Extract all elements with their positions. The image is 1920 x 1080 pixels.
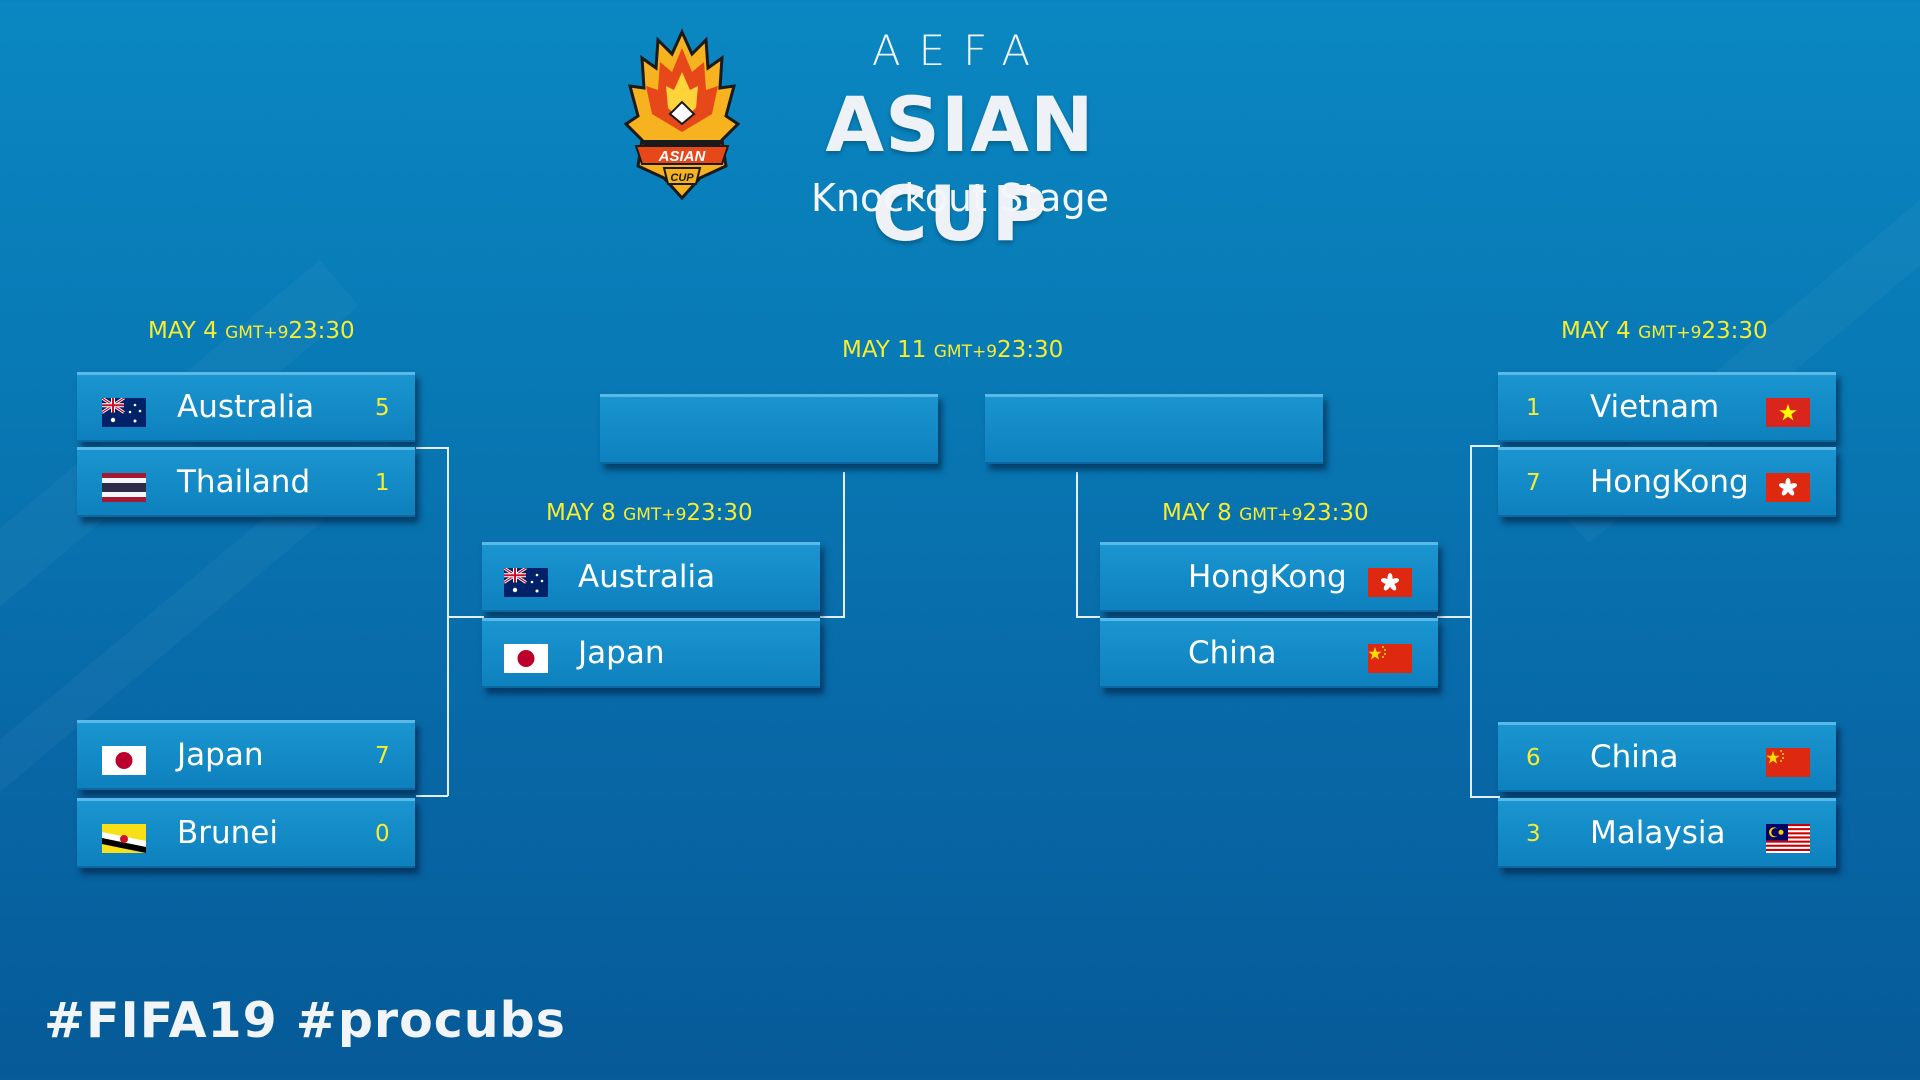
bracket-connector xyxy=(1076,616,1100,618)
team-slot: 3 Malaysia xyxy=(1498,798,1836,868)
australia-flag-icon xyxy=(102,398,146,427)
team-slot: 7 HongKong xyxy=(1498,447,1836,517)
team-name: Malaysia xyxy=(1590,815,1726,851)
hongkong-flag-icon xyxy=(1368,568,1412,597)
date-sf-right: MAY 8 GMT+923:30 xyxy=(1162,500,1369,526)
bracket-connector xyxy=(447,447,449,796)
logo-text-bottom: CUP xyxy=(670,172,694,184)
japan-flag-icon xyxy=(102,746,146,775)
bracket-connector xyxy=(416,795,448,797)
bracket-connector xyxy=(1437,616,1471,618)
bracket-connector xyxy=(416,447,448,449)
date-timezone: GMT+9 xyxy=(623,505,687,525)
team-name: Brunei xyxy=(177,815,278,851)
australia-flag-icon xyxy=(504,568,548,597)
team-score: 1 xyxy=(375,470,390,496)
bracket-connector xyxy=(447,616,484,618)
team-name: China xyxy=(1188,635,1277,671)
final-slot-right xyxy=(985,394,1323,464)
team-score: 6 xyxy=(1526,745,1541,771)
brunei-flag-icon xyxy=(102,824,146,853)
team-slot: HongKong xyxy=(1100,542,1438,612)
date-day: MAY 4 xyxy=(1561,318,1631,344)
date-time: 23:30 xyxy=(1302,500,1369,526)
final-slot-left xyxy=(600,394,938,464)
team-score: 0 xyxy=(375,821,390,847)
team-name: HongKong xyxy=(1188,559,1347,595)
team-score: 1 xyxy=(1526,395,1541,421)
team-name: Thailand xyxy=(177,464,311,500)
header: ASIAN CUP AEFA ASIAN CUP Knockout Stage xyxy=(0,0,1920,258)
date-qf-left: MAY 4 GMT+923:30 xyxy=(148,318,355,344)
team-score: 7 xyxy=(375,743,390,769)
team-name: Japan xyxy=(177,737,264,773)
date-time: 23:30 xyxy=(686,500,753,526)
date-time: 23:30 xyxy=(288,318,355,344)
bracket-connector xyxy=(820,616,844,618)
asian-cup-logo: ASIAN CUP xyxy=(623,28,741,201)
bracket-connector xyxy=(1470,796,1500,798)
team-score: 7 xyxy=(1526,470,1541,496)
date-timezone: GMT+9 xyxy=(933,342,998,362)
bracket-connector xyxy=(1470,445,1472,798)
team-score: 3 xyxy=(1526,821,1541,847)
date-timezone: GMT+9 xyxy=(1638,323,1702,343)
date-day: MAY 8 xyxy=(546,500,616,526)
logo-text-top: ASIAN xyxy=(658,148,707,165)
org-name: AEFA xyxy=(871,26,1049,75)
team-slot: Thailand 1 xyxy=(77,447,415,517)
date-sf-left: MAY 8 GMT+923:30 xyxy=(546,500,753,526)
bracket-connector xyxy=(1076,472,1078,618)
china-flag-icon xyxy=(1766,748,1810,777)
date-time: 23:30 xyxy=(1701,318,1768,344)
page-subtitle: Knockout Stage xyxy=(811,176,1109,220)
malaysia-flag-icon xyxy=(1766,824,1810,853)
date-timezone: GMT+9 xyxy=(225,323,289,343)
page-title: ASIAN CUP xyxy=(825,80,1095,258)
date-day: MAY 4 xyxy=(148,318,218,344)
team-slot: Japan xyxy=(482,618,820,688)
vietnam-flag-icon xyxy=(1766,398,1810,427)
team-slot: Australia 5 xyxy=(77,372,415,442)
team-name: Vietnam xyxy=(1590,389,1720,425)
team-name: Japan xyxy=(578,635,665,671)
team-slot: Brunei 0 xyxy=(77,798,415,868)
date-final: MAY 11 GMT+923:30 xyxy=(842,337,1063,363)
team-name: Australia xyxy=(578,559,716,595)
team-slot: China xyxy=(1100,618,1438,688)
hashtags: #FIFA19 #procubs xyxy=(44,992,566,1049)
team-slot: 1 Vietnam xyxy=(1498,372,1836,442)
china-flag-icon xyxy=(1368,644,1412,673)
hongkong-flag-icon xyxy=(1766,473,1810,502)
bracket-connector xyxy=(1470,445,1500,447)
thailand-flag-icon xyxy=(102,473,146,502)
team-score: 5 xyxy=(375,395,390,421)
bracket-connector xyxy=(843,472,845,618)
team-slot: 6 China xyxy=(1498,722,1836,792)
team-name: China xyxy=(1590,739,1679,775)
team-slot: Australia xyxy=(482,542,820,612)
date-qf-right: MAY 4 GMT+923:30 xyxy=(1561,318,1768,344)
japan-flag-icon xyxy=(504,644,548,673)
date-day: MAY 8 xyxy=(1162,500,1232,526)
date-day: MAY 11 xyxy=(842,337,927,363)
date-time: 23:30 xyxy=(997,337,1064,363)
team-name: Australia xyxy=(177,389,315,425)
team-slot: Japan 7 xyxy=(77,720,415,790)
team-name: HongKong xyxy=(1590,464,1749,500)
date-timezone: GMT+9 xyxy=(1239,505,1303,525)
